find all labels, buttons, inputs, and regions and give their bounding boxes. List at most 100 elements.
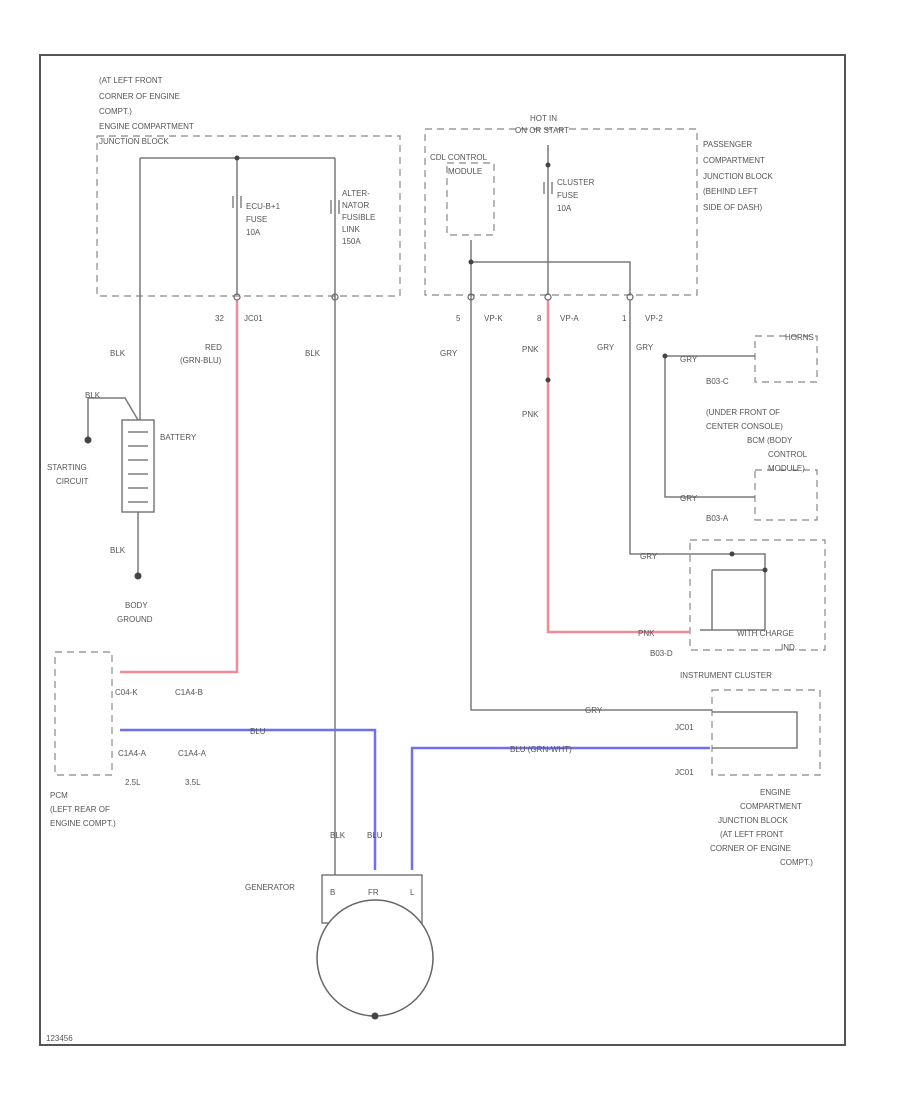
pin-8-label: 8 (537, 314, 542, 323)
pnk-splice (545, 377, 551, 383)
engine-jb-top-label: (AT LEFT FRONT CORNER OF ENGINE COMPT.) … (99, 76, 194, 146)
ecu-fuse-symbol (232, 196, 242, 208)
svg-text:JUNCTION BLOCK: JUNCTION BLOCK (718, 816, 788, 825)
svg-text:SIDE OF DASH): SIDE OF DASH) (703, 203, 762, 212)
pnk-wire (546, 300, 690, 634)
charge-ind-label: WITH CHARGE IND. (737, 629, 797, 652)
blu-fr-wire (120, 728, 377, 870)
svg-text:10A: 10A (557, 204, 572, 213)
svg-text:CORNER OF ENGINE: CORNER OF ENGINE (99, 92, 180, 101)
c1a4-a-label-2: C1A4-A (178, 749, 207, 758)
engine-jb-bottom-label: ENGINE COMPARTMENT JUNCTION BLOCK (AT LE… (710, 788, 813, 867)
svg-text:NATOR: NATOR (342, 201, 369, 210)
bcm-label: (UNDER FRONT OF CENTER CONSOLE) BCM (BOD… (706, 408, 808, 473)
instrument-cluster-label: INSTRUMENT CLUSTER (680, 671, 772, 680)
gry-label-bcm: GRY (680, 494, 698, 503)
svg-text:ECU-B+1: ECU-B+1 (246, 202, 281, 211)
svg-text:MODULE): MODULE) (768, 464, 805, 473)
gen-pin-l: L (410, 888, 415, 897)
blk-label-gen: BLK (330, 831, 346, 840)
gen-pin-b: B (330, 888, 335, 897)
engine-junction-block-bottom-box (711, 689, 821, 776)
vp-k-label: VP-K (484, 314, 503, 323)
battery-cells (128, 431, 148, 503)
pnk-label-2: PNK (522, 410, 539, 419)
cluster-junction-2 (762, 567, 768, 573)
gry-label-bottom: GRY (585, 706, 603, 715)
svg-text:(BEHIND LEFT: (BEHIND LEFT (703, 187, 758, 196)
svg-text:PCM: PCM (50, 791, 68, 800)
body-ground-label: BODY GROUND (117, 601, 153, 624)
gry-cluster-wire (470, 262, 712, 711)
gry-label: GRY (440, 349, 458, 358)
c04-k-label: C04-K (115, 688, 138, 697)
svg-text:LINK: LINK (342, 225, 360, 234)
gry-label-cluster: GRY (640, 552, 658, 561)
pnk-label-cluster: PNK (638, 629, 655, 638)
svg-text:COMPARTMENT: COMPARTMENT (740, 802, 802, 811)
cluster-internal-wire (690, 553, 766, 631)
hot-in-label: HOT IN ON OR START (515, 114, 569, 135)
gry-label-horn: GRY (680, 355, 698, 364)
c1a4-b-label: C1A4-B (175, 688, 203, 697)
passenger-jb-internal-wire (471, 261, 631, 295)
pin-1-label: 1 (622, 314, 627, 323)
svg-text:CLUSTER: CLUSTER (557, 178, 595, 187)
footer-code: 123456 (46, 1034, 73, 1043)
blk-label-2: BLK (305, 349, 321, 358)
svg-text:10A: 10A (246, 228, 261, 237)
svg-text:BODY: BODY (125, 601, 148, 610)
gen-pin-fr: FR (368, 888, 379, 897)
connector-pin (233, 293, 241, 301)
svg-text:150A: 150A (342, 237, 361, 246)
gry-bcm-horn-wire (629, 300, 690, 555)
cluster-fuse-label: CLUSTER FUSE 10A (557, 178, 595, 213)
generator-symbol (316, 899, 434, 1017)
b03-d-label: B03-D (650, 649, 673, 658)
vp-2-label: VP-2 (645, 314, 663, 323)
svg-text:CDL CONTROL: CDL CONTROL (430, 153, 488, 162)
battery-label: BATTERY (160, 433, 197, 442)
passenger-junction-block-box (424, 128, 698, 296)
cdl-control-label: CDL CONTROL MODULE (430, 153, 488, 176)
horns-box (754, 335, 818, 383)
pin-5-label: 5 (456, 314, 461, 323)
svg-text:ENGINE COMPARTMENT: ENGINE COMPARTMENT (99, 122, 194, 131)
vp-a-label: VP-A (560, 314, 579, 323)
svg-text:BCM (BODY: BCM (BODY (747, 436, 793, 445)
pnk-label: PNK (522, 345, 539, 354)
battery-symbol (121, 419, 155, 513)
svg-text:ENGINE COMPT.): ENGINE COMPT.) (50, 819, 116, 828)
svg-text:FUSE: FUSE (246, 215, 267, 224)
blk-label-ground: BLK (110, 546, 126, 555)
blu-grn-label: BLU (GRN-WHT) (510, 745, 572, 754)
engine-25-label: 2.5L (125, 778, 141, 787)
blu-grn-wht-l-wire (410, 746, 710, 870)
svg-text:JUNCTION BLOCK: JUNCTION BLOCK (99, 137, 169, 146)
pcm-label: PCM (LEFT REAR OF ENGINE COMPT.) (50, 791, 116, 828)
blu-label: BLU (250, 727, 266, 736)
gry-bcm-wire (664, 356, 755, 498)
generator-label: GENERATOR (245, 883, 295, 892)
fuse-junction (545, 162, 551, 168)
connector-pin (544, 293, 552, 301)
blk-label: BLK (110, 349, 126, 358)
jc01-label-2: JC01 (675, 723, 694, 732)
svg-text:CORNER OF ENGINE: CORNER OF ENGINE (710, 844, 791, 853)
svg-text:PASSENGER: PASSENGER (703, 140, 752, 149)
body-ground-terminal (134, 572, 142, 580)
svg-text:HOT IN: HOT IN (530, 114, 557, 123)
jc01-label-3: JC01 (675, 768, 694, 777)
svg-text:FUSIBLE: FUSIBLE (342, 213, 375, 222)
blu-label-gen: BLU (367, 831, 383, 840)
ecu-fuse-label: ECU-B+1 FUSE 10A (246, 202, 281, 237)
cluster-junction (729, 551, 735, 557)
svg-text:JUNCTION BLOCK: JUNCTION BLOCK (703, 172, 773, 181)
jc01-label: JC01 (244, 314, 263, 323)
horns-label: HORNS (785, 333, 814, 342)
b03-a-label: B03-A (706, 514, 729, 523)
starting-circuit-wire (87, 397, 139, 440)
generator-ground (371, 1012, 379, 1020)
svg-text:(AT LEFT FRONT: (AT LEFT FRONT (720, 830, 784, 839)
